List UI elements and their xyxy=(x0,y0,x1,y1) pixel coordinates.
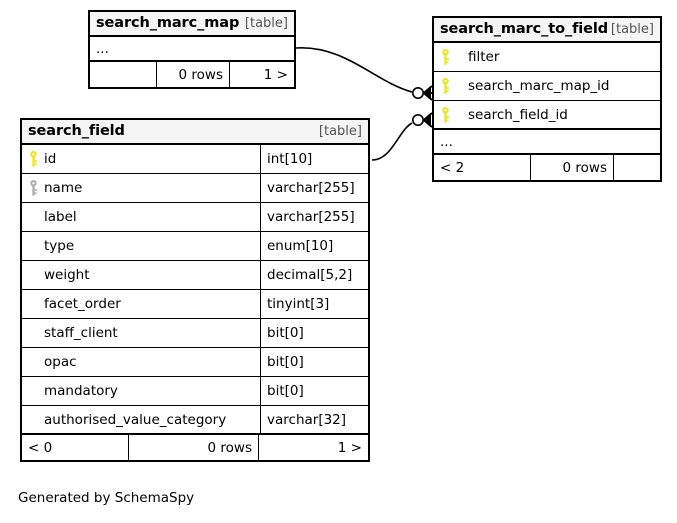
column-type: int[10] xyxy=(260,145,368,173)
column-name: search_marc_map_id xyxy=(468,78,610,94)
table-search-field[interactable]: search_field [table] id int[10] xyxy=(20,118,370,462)
column-name-cell: filter xyxy=(434,43,660,71)
footer-row-count: 0 rows xyxy=(530,155,613,180)
table-title: search_marc_map xyxy=(96,15,240,31)
column-type: bit[0] xyxy=(260,319,368,347)
primary-key-icon xyxy=(434,78,456,94)
footer-child-count[interactable]: 1 > xyxy=(229,62,294,87)
column-name-cell: label xyxy=(22,203,260,231)
table-row[interactable]: id int[10] xyxy=(22,145,368,174)
table-title: search_field xyxy=(28,123,125,139)
footer-parent-count[interactable]: < 2 xyxy=(440,159,465,176)
table-row[interactable]: facet_order tinyint[3] xyxy=(22,290,368,319)
column-type: decimal[5,2] xyxy=(260,261,368,289)
table-row[interactable]: opac bit[0] xyxy=(22,348,368,377)
columns-collapsed-indicator[interactable]: ... xyxy=(434,130,660,155)
column-name: authorised_value_category xyxy=(44,411,227,428)
column-name-cell: staff_client xyxy=(22,319,260,347)
table-row[interactable]: staff_client bit[0] xyxy=(22,319,368,348)
column-name: weight xyxy=(44,267,90,283)
footer-parent-count[interactable]: < 0 xyxy=(28,439,53,456)
column-name-cell: name xyxy=(22,174,260,202)
unique-key-icon xyxy=(22,180,44,196)
column-name: search_field_id xyxy=(468,106,568,123)
column-type: bit[0] xyxy=(260,377,368,405)
table-kind-label: [table] xyxy=(610,22,654,37)
primary-key-icon xyxy=(434,49,456,65)
column-name: name xyxy=(44,180,83,196)
column-name: type xyxy=(44,238,75,254)
table-title: search_marc_to_field xyxy=(440,21,609,37)
table-header: search_field [table] xyxy=(22,120,368,145)
primary-key-icon xyxy=(22,151,44,167)
table-header: search_marc_to_field[table] xyxy=(434,18,660,43)
column-name-cell: weight xyxy=(22,261,260,289)
column-name-cell: id xyxy=(22,145,260,173)
table-row[interactable]: weight decimal[5,2] xyxy=(22,261,368,290)
column-type: bit[0] xyxy=(260,348,368,376)
crowsfoot-many-marker xyxy=(422,85,433,101)
primary-key-icon xyxy=(434,106,456,123)
column-type: varchar[255] xyxy=(260,174,368,202)
footer-child-count[interactable]: 1 > xyxy=(258,435,368,460)
column-name-cell: facet_order xyxy=(22,290,260,318)
column-name-cell: type xyxy=(22,232,260,260)
column-type: tinyint[3] xyxy=(260,290,368,318)
column-name: mandatory xyxy=(44,383,118,399)
column-name-cell: authorised_value_category xyxy=(22,406,260,433)
table-search-marc-map[interactable]: search_marc_map [table] ... 0 rows 1 > xyxy=(88,10,296,89)
footer-parent-count[interactable] xyxy=(90,62,156,87)
table-kind-label: [table] xyxy=(318,124,362,139)
columns-collapsed-indicator[interactable]: ... xyxy=(90,37,294,62)
column-name: facet_order xyxy=(44,296,121,312)
table-footer: < 0 0 rows 1 > xyxy=(22,435,368,460)
table-kind-label: [table] xyxy=(244,16,288,31)
column-name-cell: mandatory xyxy=(22,377,260,405)
column-name: staff_client xyxy=(44,325,118,341)
table-row[interactable]: type enum[10] xyxy=(22,232,368,261)
footer-row-count: 0 rows xyxy=(128,435,258,460)
generator-credit: Generated by SchemaSpy xyxy=(18,490,195,506)
cardinality-zero-circle xyxy=(411,87,424,100)
column-name: filter xyxy=(468,49,500,65)
column-type: varchar[255] xyxy=(260,203,368,231)
column-name-cell: search_marc_map_id xyxy=(434,72,660,100)
column-name-cell: search_field_id xyxy=(434,101,660,128)
column-name: label xyxy=(44,209,77,225)
column-row[interactable]: search_marc_map_id xyxy=(434,72,660,101)
table-row[interactable]: authorised_value_category varchar[32] xyxy=(22,406,368,435)
relationship-search-field-to-marc-to-field xyxy=(371,112,433,161)
table-row[interactable]: mandatory bit[0] xyxy=(22,377,368,406)
table-footer: < 2 0 rows xyxy=(434,155,660,180)
column-row[interactable]: filter xyxy=(434,43,660,72)
footer-child-count[interactable] xyxy=(613,155,660,180)
relationship-marc-map-to-marc-to-field xyxy=(295,47,433,101)
table-row[interactable]: name varchar[255] xyxy=(22,174,368,203)
table-footer: 0 rows 1 > xyxy=(90,62,294,87)
crowsfoot-many-marker xyxy=(422,112,433,128)
column-type: varchar[32] xyxy=(260,406,368,433)
column-name: opac xyxy=(44,354,77,370)
column-row[interactable]: search_field_id xyxy=(434,101,660,130)
column-name-cell: opac xyxy=(22,348,260,376)
column-name: id xyxy=(44,151,57,167)
table-header: search_marc_map [table] xyxy=(90,12,294,37)
table-row[interactable]: label varchar[255] xyxy=(22,203,368,232)
footer-row-count: 0 rows xyxy=(156,62,229,87)
table-search-marc-to-field[interactable]: search_marc_to_field[table] filter xyxy=(432,16,662,182)
cardinality-zero-circle xyxy=(411,114,424,127)
column-type: enum[10] xyxy=(260,232,368,260)
